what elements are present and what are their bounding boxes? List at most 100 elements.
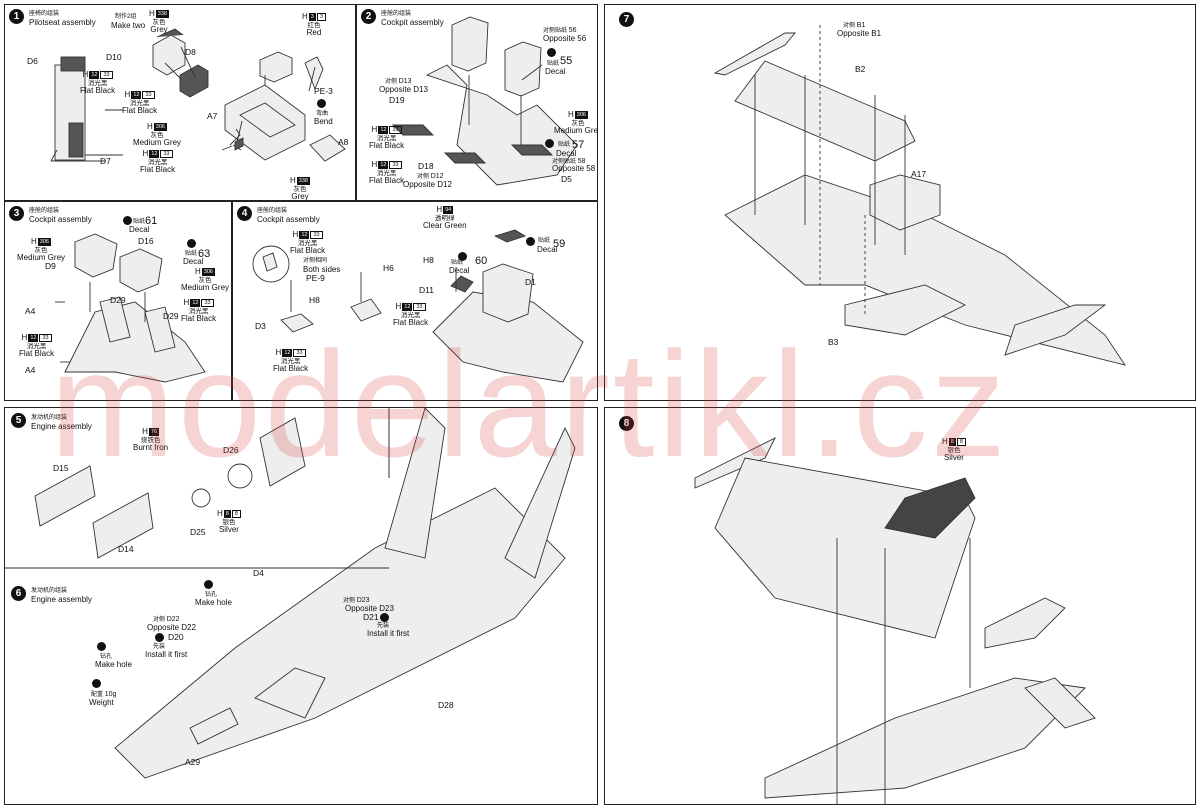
part-h8-a: H8	[309, 295, 320, 305]
part-d4: D4	[253, 568, 264, 578]
decal-61: 61	[145, 215, 158, 227]
decal-61-cn: 贴纸	[133, 219, 146, 225]
make-two-cn: 制作2组	[115, 14, 137, 20]
pilotseat-drawing	[50, 28, 346, 162]
step-number-6: 6	[11, 586, 26, 601]
decal-icon	[123, 216, 132, 225]
part-d8: D8	[185, 47, 196, 57]
make-hole-cn-2: 钻孔	[100, 654, 113, 660]
install-first-icon	[155, 633, 164, 642]
part-d6: D6	[27, 56, 38, 66]
part-h6: H6	[383, 263, 394, 273]
opposite-d12-cn: 对侧 D12	[417, 173, 444, 180]
decal-55-note: Decal	[545, 67, 566, 76]
opposite-b1-cn: 对侧 B1	[843, 22, 866, 29]
step-number: 3	[9, 206, 24, 221]
both-sides-note: Both sides	[303, 265, 341, 274]
part-d7: D7	[100, 156, 111, 166]
decal-56-note: Opposite 56	[543, 34, 587, 43]
bend-icon	[317, 99, 326, 108]
bend-cn: 弯曲	[316, 111, 329, 117]
opposite-d23-cn: 对侧 D23	[343, 597, 370, 604]
cockpit-detail-drawing	[252, 229, 584, 383]
step-6-title-cn: 发动机的组装	[31, 588, 68, 594]
part-a29: A29	[185, 757, 201, 767]
decal-56-cn: 对侧贴纸 56	[543, 27, 577, 34]
opposite-b1-note: Opposite B1	[837, 29, 882, 38]
drill-icon	[204, 580, 213, 589]
decal-63-note: Decal	[183, 257, 204, 266]
step-7-panel: 7 对侧 B1 Opposite B1 B2 A17 B3	[604, 4, 1196, 401]
part-d10: D10	[106, 52, 122, 62]
weight-icon	[92, 679, 101, 688]
decal-57: 57	[572, 139, 585, 151]
step-5-title-cn: 发动机的组装	[31, 415, 68, 421]
step-3-panel: 3 座舱的组装 Cockpit assembly 61 贴纸 Decal D16…	[4, 201, 232, 401]
decal-57-cn: 贴纸	[558, 142, 571, 148]
decal-60-note: Decal	[449, 266, 470, 275]
bend-note: Bend	[314, 117, 333, 126]
part-d19: D19	[389, 95, 405, 105]
opposite-d13-cn: 对侧 D13	[385, 78, 412, 85]
opposite-d22-cn: 对侧 D22	[153, 616, 180, 623]
make-hole-cn: 钻孔	[205, 592, 218, 598]
wing-fuselage-joining-drawing	[694, 436, 1096, 804]
part-b2: B2	[855, 64, 866, 74]
drill-icon	[97, 642, 106, 651]
cockpit-instrument-drawing	[55, 233, 206, 383]
decal-61-note: Decal	[129, 225, 150, 234]
part-a4-a: A4	[25, 306, 36, 316]
part-d25: D25	[190, 527, 206, 537]
decal-57-note: Decal	[556, 149, 577, 158]
opposite-d12-note: Opposite D12	[403, 180, 452, 189]
weight-cn: 配重 10g	[91, 691, 117, 698]
decal-icon	[545, 139, 554, 148]
cockpit-tub-drawing	[391, 16, 578, 186]
install-first-cn-2: 先装	[377, 623, 390, 629]
part-d11: D11	[419, 285, 434, 295]
decal-60: 60	[475, 255, 488, 267]
part-d29-a: D29	[110, 295, 126, 305]
part-d20: D20	[168, 632, 184, 642]
decal-icon	[187, 239, 196, 248]
step-5-title: Engine assembly	[31, 422, 92, 431]
part-h8-b: H8	[423, 255, 434, 265]
install-first-icon	[380, 613, 389, 622]
part-b3: B3	[828, 337, 839, 347]
decal-icon	[547, 48, 556, 57]
step-title-cn: 座舱的组装	[29, 208, 60, 214]
step-2-panel: 2 座舱的组装 Cockpit assembly 对侧 D13 Opposite…	[356, 4, 598, 201]
part-d18: D18	[418, 161, 434, 171]
step-number: 1	[9, 9, 24, 24]
step-number: 2	[361, 9, 376, 24]
step-title: Cockpit assembly	[257, 215, 320, 224]
both-sides-cn: 对侧相同	[303, 258, 328, 264]
step-title-cn: 座舱的组装	[381, 11, 412, 17]
step-title: Pilotseat assembly	[29, 18, 96, 27]
decal-59: 59	[553, 238, 566, 250]
step-title-cn: 座椅的组装	[29, 11, 60, 17]
opposite-d13-note: Opposite D13	[379, 85, 428, 94]
step-number: 8	[619, 416, 634, 431]
part-pe3: PE-3	[314, 86, 333, 96]
decal-55: 55	[560, 55, 573, 67]
opposite-d23-note: Opposite D23	[345, 604, 394, 613]
